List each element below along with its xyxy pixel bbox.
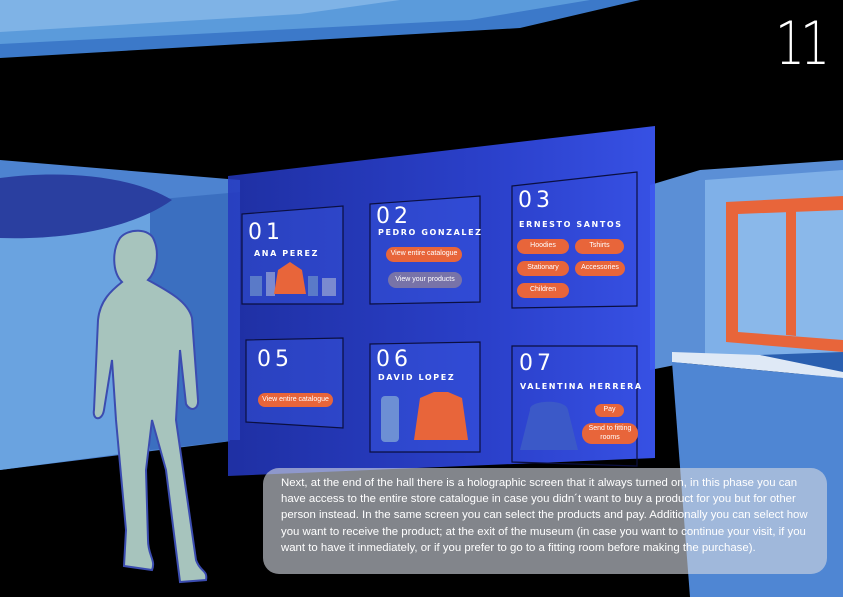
screen-01-number: 01 (248, 220, 284, 245)
screen-03-number: 03 (518, 188, 554, 213)
screen-01-name: ANA PEREZ (254, 249, 320, 258)
category-stationary-button[interactable]: Stationary (517, 261, 569, 276)
category-tshirts-button[interactable]: Tshirts (575, 239, 624, 254)
page-number: 11 (774, 9, 830, 79)
category-children-button[interactable]: Children (517, 283, 569, 298)
caption-box: Next, at the end of the hall there is a … (263, 468, 827, 574)
screen-02-number: 02 (376, 204, 412, 229)
ceiling (0, 0, 640, 58)
product-images (250, 262, 578, 450)
view-entire-catalogue-button[interactable]: View entire catalogue (258, 393, 333, 407)
holographic-screen (228, 126, 655, 476)
screen-03-name: ERNESTO SANTOS (519, 220, 623, 229)
screen-06-number: 06 (376, 347, 412, 372)
pay-button[interactable]: Pay (595, 404, 624, 417)
category-hoodies-button[interactable]: Hoodies (517, 239, 569, 254)
category-accessories-button[interactable]: Accessories (575, 261, 625, 276)
screen-07-name: VALENTINA HERRERA (520, 382, 643, 391)
screen-06-name: DAVID LOPEZ (378, 373, 456, 382)
screen-02-name: PEDRO GONZALEZ (378, 228, 483, 237)
screen-05-number: 05 (257, 347, 293, 372)
person-silhouette (92, 229, 208, 584)
screen-07-number: 07 (519, 351, 555, 376)
view-entire-catalogue-button[interactable]: View entire catalogue (386, 247, 462, 262)
view-your-products-button[interactable]: View your products (388, 272, 462, 288)
send-to-fitting-rooms-button[interactable]: Send to fitting rooms (582, 423, 638, 444)
caption-text: Next, at the end of the hall there is a … (281, 477, 808, 554)
